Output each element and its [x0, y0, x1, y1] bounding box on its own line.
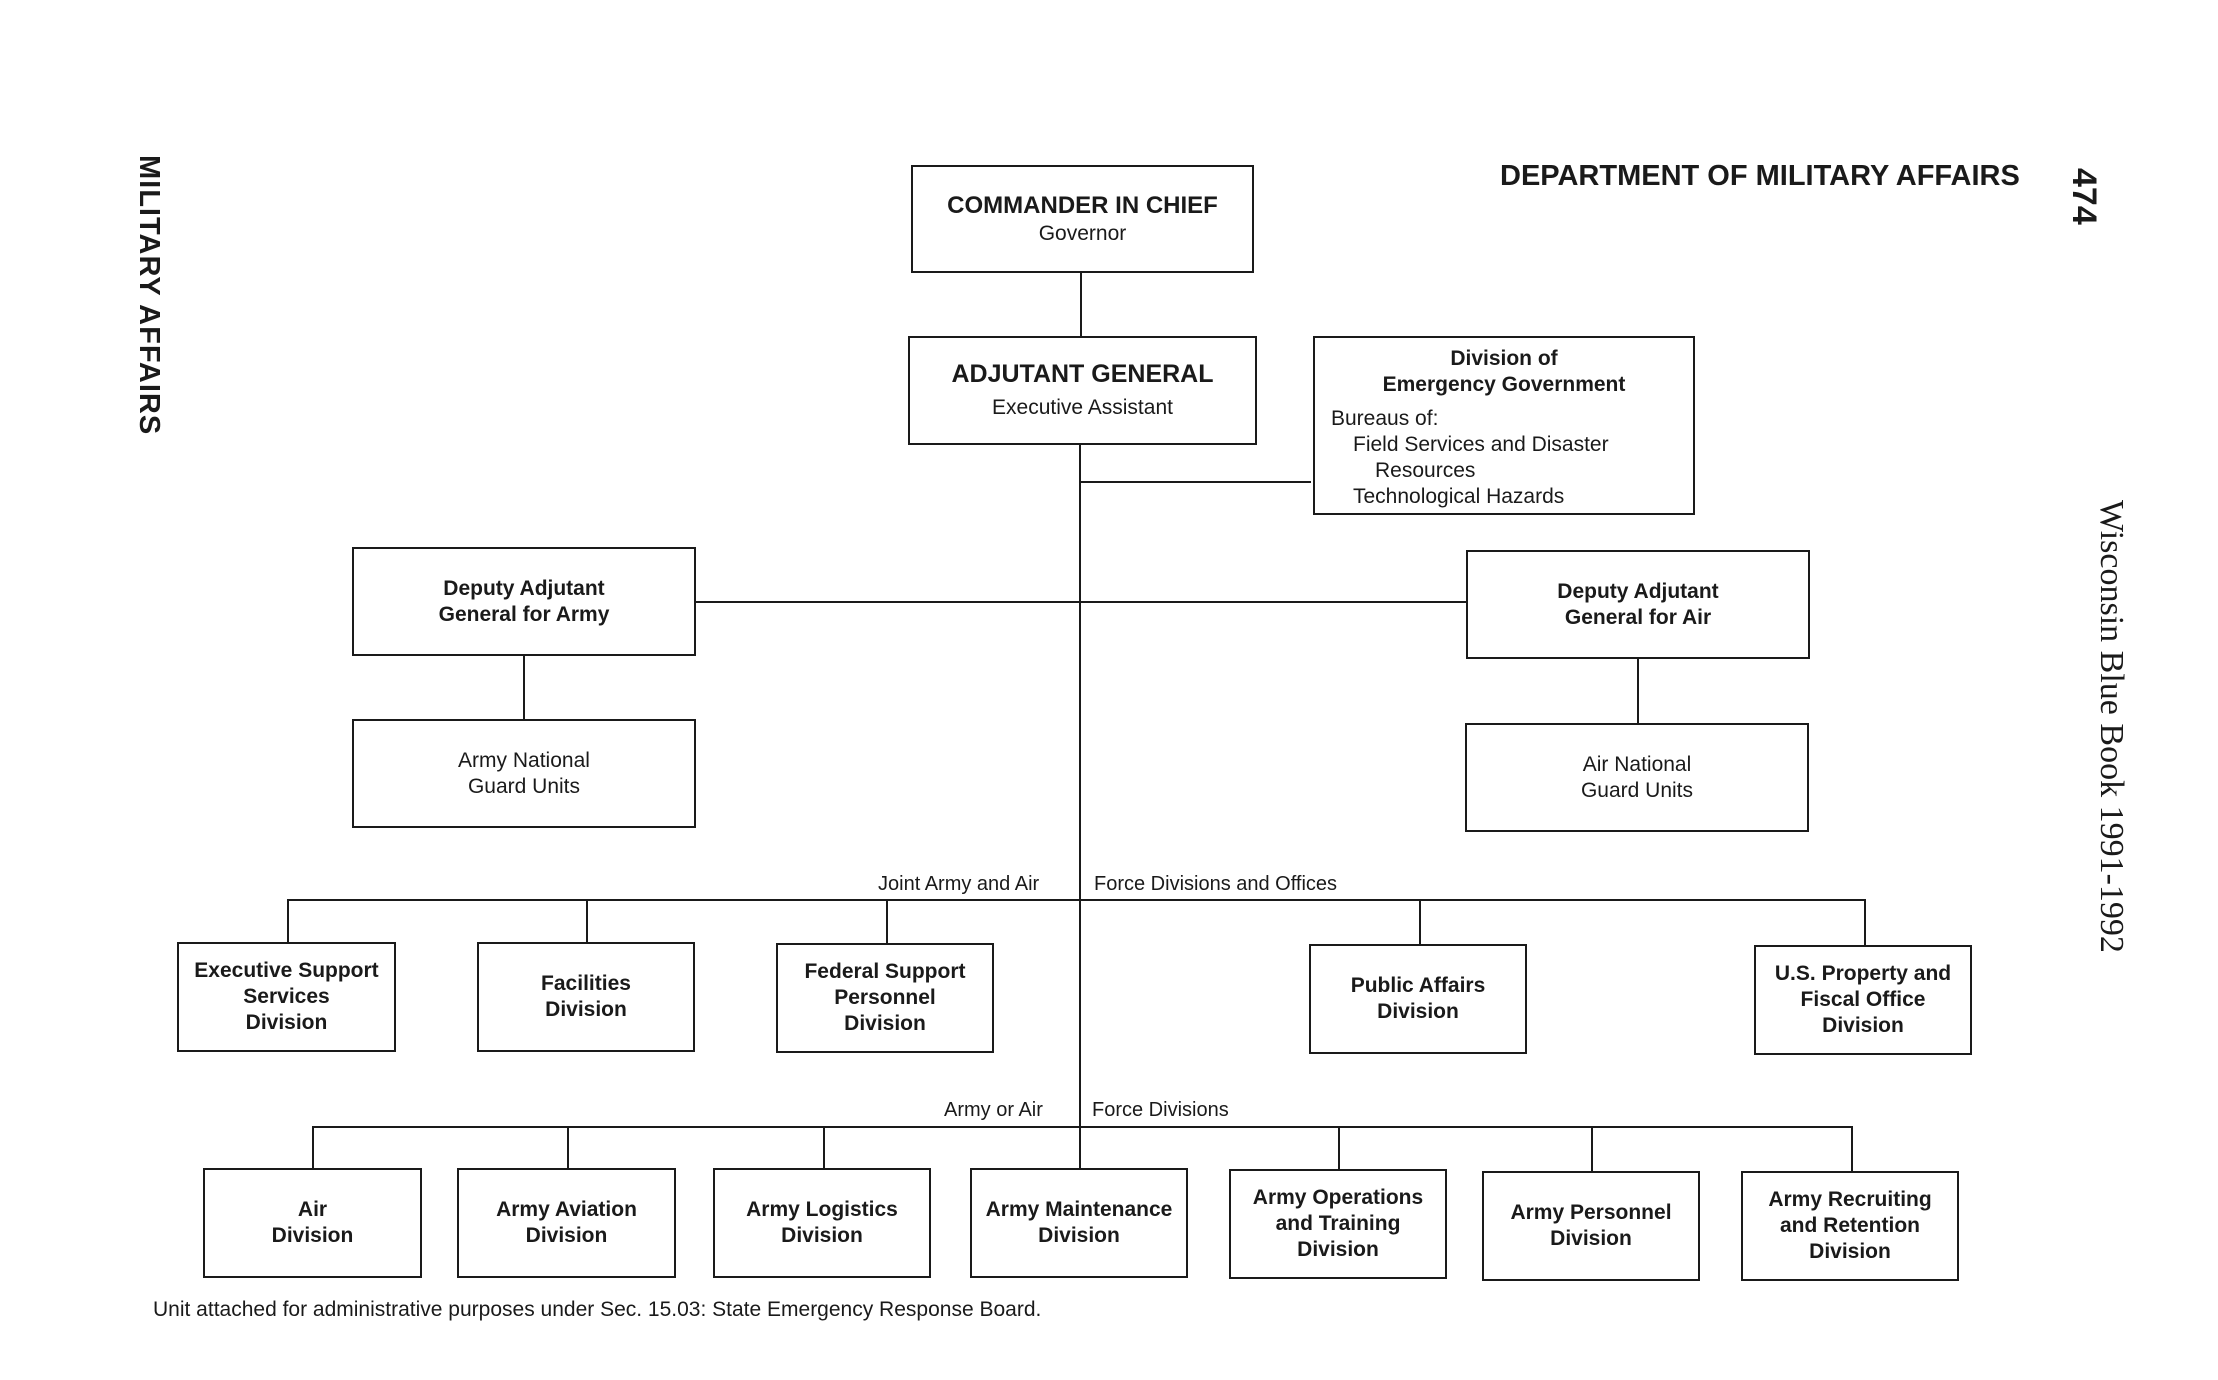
division-line1: Facilities — [541, 972, 631, 995]
side-header: MILITARY AFFAIRS — [133, 155, 165, 436]
air-guard-line1: Air National — [1582, 752, 1692, 776]
division-line2: Division — [1038, 1224, 1120, 1247]
deputy-air-line1: Deputy Adjutant — [1557, 579, 1719, 603]
emergency-title-line1: Division of — [1450, 347, 1558, 370]
bureau-field-services-cont: Resources — [1375, 459, 1476, 482]
division-line3: Division — [245, 1011, 328, 1034]
public-affairs-division-box: Public Affairs Division — [1309, 944, 1527, 1054]
division-line2: Division — [271, 1224, 354, 1247]
deputy-air-line2: General for Air — [1564, 605, 1712, 629]
deputy-army-box: Deputy Adjutant General for Army — [352, 547, 696, 656]
bureaus-label: Bureaus of: — [1331, 407, 1439, 430]
division-line2: Division — [525, 1224, 608, 1247]
division-line3: Division — [1809, 1240, 1891, 1263]
division-line1: Army Operations — [1252, 1186, 1424, 1209]
division-line1: Army Aviation — [496, 1198, 637, 1221]
commander-subtitle: Governor — [1038, 222, 1127, 245]
air-guard-line2: Guard Units — [1580, 778, 1694, 802]
division-line1: Army Logistics — [746, 1198, 898, 1221]
page-number: 474 — [2065, 168, 2103, 225]
division-line1: Public Affairs — [1350, 974, 1486, 997]
deputy-army-line1: Deputy Adjutant — [443, 576, 605, 600]
department-title: DEPARTMENT OF MILITARY AFFAIRS — [1500, 160, 2020, 192]
division-line2: and Retention — [1780, 1214, 1920, 1237]
division-line2: and Training — [1275, 1212, 1401, 1235]
executive-support-division-box: Executive Support Services Division — [177, 942, 396, 1052]
division-line2: Services — [243, 985, 330, 1008]
deputy-air-box: Deputy Adjutant General for Air — [1466, 550, 1810, 659]
air-guard-box: Air National Guard Units — [1465, 723, 1809, 832]
commander-title: COMMANDER IN CHIEF — [947, 192, 1218, 219]
division-line1: Army Personnel — [1510, 1201, 1672, 1224]
army-logistics-division-box: Army Logistics Division — [713, 1168, 931, 1278]
book-title: Wisconsin Blue Book 1991-1992 — [2093, 500, 2130, 953]
division-line2: Personnel — [834, 986, 936, 1009]
division-line1: Federal Support — [804, 960, 966, 983]
division-line2: Division — [781, 1224, 863, 1247]
division-line2: Division — [545, 998, 627, 1021]
army-recruiting-retention-division-box: Army Recruiting and Retention Division — [1741, 1171, 1959, 1281]
federal-support-personnel-division-box: Federal Support Personnel Division — [776, 943, 994, 1053]
division-line2: Fiscal Office — [1800, 988, 1926, 1011]
army-aviation-division-box: Army Aviation Division — [457, 1168, 676, 1278]
division-line2: Division — [1377, 1000, 1459, 1023]
joint-label-left: Joint Army and Air — [878, 873, 1040, 895]
army-personnel-division-box: Army Personnel Division — [1482, 1171, 1700, 1281]
division-line1: Air — [297, 1198, 328, 1221]
adjutant-subtitle: Executive Assistant — [992, 395, 1173, 419]
division-line1: Executive Support — [194, 959, 379, 982]
division-line3: Division — [844, 1012, 926, 1035]
us-property-fiscal-office-division-box: U.S. Property and Fiscal Office Division — [1754, 945, 1972, 1055]
army-maintenance-division-box: Army Maintenance Division — [970, 1168, 1188, 1278]
bureau-technological-hazards: Technological Hazards — [1353, 485, 1565, 508]
army-guard-line2: Guard Units — [467, 774, 581, 798]
adjutant-general-box: ADJUTANT GENERAL Executive Assistant — [908, 336, 1257, 445]
joint-label-right: Force Divisions and Offices — [1094, 873, 1338, 895]
bureau-field-services: Field Services and Disaster — [1353, 433, 1609, 456]
army-guard-box: Army National Guard Units — [352, 719, 696, 828]
commander-in-chief-box: COMMANDER IN CHIEF Governor — [911, 165, 1254, 273]
division-line1: Army Recruiting — [1768, 1188, 1932, 1211]
emergency-government-box: Division of Emergency Government Bureaus… — [1313, 336, 1695, 515]
air-division-box: Air Division — [203, 1168, 422, 1278]
army-operations-training-division-box: Army Operations and Training Division — [1229, 1169, 1447, 1279]
division-line3: Division — [1822, 1014, 1904, 1037]
division-line3: Division — [1297, 1238, 1379, 1261]
emergency-title-line2: Emergency Government — [1382, 373, 1626, 396]
division-line1: U.S. Property and — [1774, 962, 1952, 985]
adjutant-title: ADJUTANT GENERAL — [951, 359, 1214, 388]
force-label-right: Force Divisions — [1092, 1099, 1229, 1121]
division-line2: Division — [1550, 1227, 1632, 1250]
facilities-division-box: Facilities Division — [477, 942, 695, 1052]
force-label-left: Army or Air — [944, 1099, 1043, 1121]
army-guard-line1: Army National — [458, 748, 590, 772]
footnote: Unit attached for administrative purpose… — [153, 1298, 1042, 1321]
deputy-army-line2: General for Army — [438, 602, 610, 626]
division-line1: Army Maintenance — [985, 1198, 1173, 1221]
